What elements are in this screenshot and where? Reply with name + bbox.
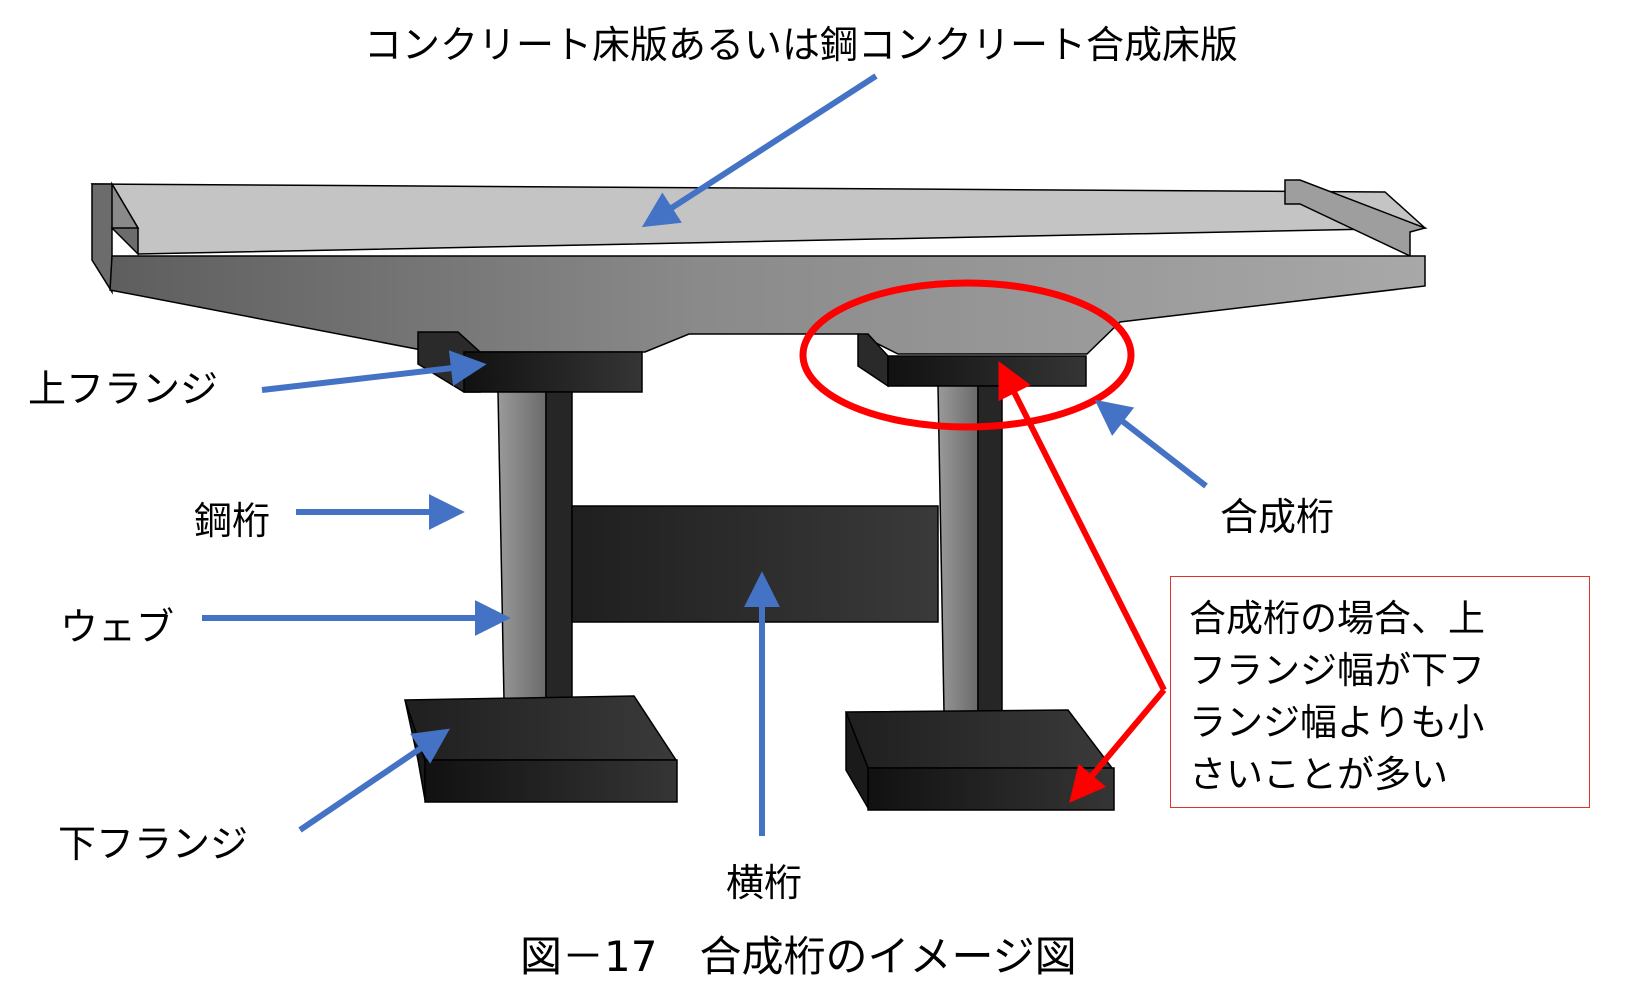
label-bottom-flange: 下フランジ (58, 822, 249, 866)
label-top-flange: 上フランジ (28, 367, 219, 411)
cross-beam (571, 505, 939, 623)
deck-front-face (109, 255, 1426, 355)
left-top-flange (463, 351, 643, 393)
note-line: さいことが多い (1189, 753, 1448, 796)
right-girder (844, 333, 1115, 811)
note-line: 合成桁の場合、上 (1189, 597, 1485, 640)
arrow-top-flange (261, 350, 487, 393)
right-web (937, 385, 979, 763)
label-cross-beam: 横桁 (726, 861, 803, 905)
arrow-deck (641, 73, 878, 228)
arrow-bottom-flange (298, 728, 450, 833)
figure-caption: 図－17 合成桁のイメージ図 (520, 932, 1077, 981)
arrow-note-top-flange (998, 360, 1167, 692)
right-curb (1284, 179, 1428, 258)
composite-highlight-ellipse (799, 279, 1135, 431)
arrow-note-bottom-flange (1069, 688, 1167, 803)
note-box: 合成桁の場合、上 フランジ幅が下フ ランジ幅よりも小 さいことが多い (1170, 576, 1590, 808)
label-arrows (202, 73, 1208, 836)
label-deck: コンクリート床版あるいは鋼コンクリート合成床版 (364, 23, 1239, 67)
note-line: フランジ幅が下フ (1189, 649, 1485, 692)
label-composite-girder: 合成桁 (1220, 495, 1335, 539)
label-web: ウェブ (60, 605, 175, 649)
right-bottom-flange (867, 767, 1115, 811)
right-bottom-flange-top (844, 709, 1114, 769)
label-steel-girder: 鋼桁 (194, 499, 271, 543)
left-bottom-flange-top (403, 695, 678, 761)
arrow-composite-girder (1094, 399, 1208, 489)
note-arrows (998, 360, 1167, 803)
deck-top-surface (90, 183, 1427, 255)
note-line: ランジ幅よりも小 (1189, 701, 1485, 744)
right-top-flange (887, 355, 1087, 387)
left-bottom-flange (424, 759, 678, 803)
concrete-deck (90, 179, 1428, 355)
